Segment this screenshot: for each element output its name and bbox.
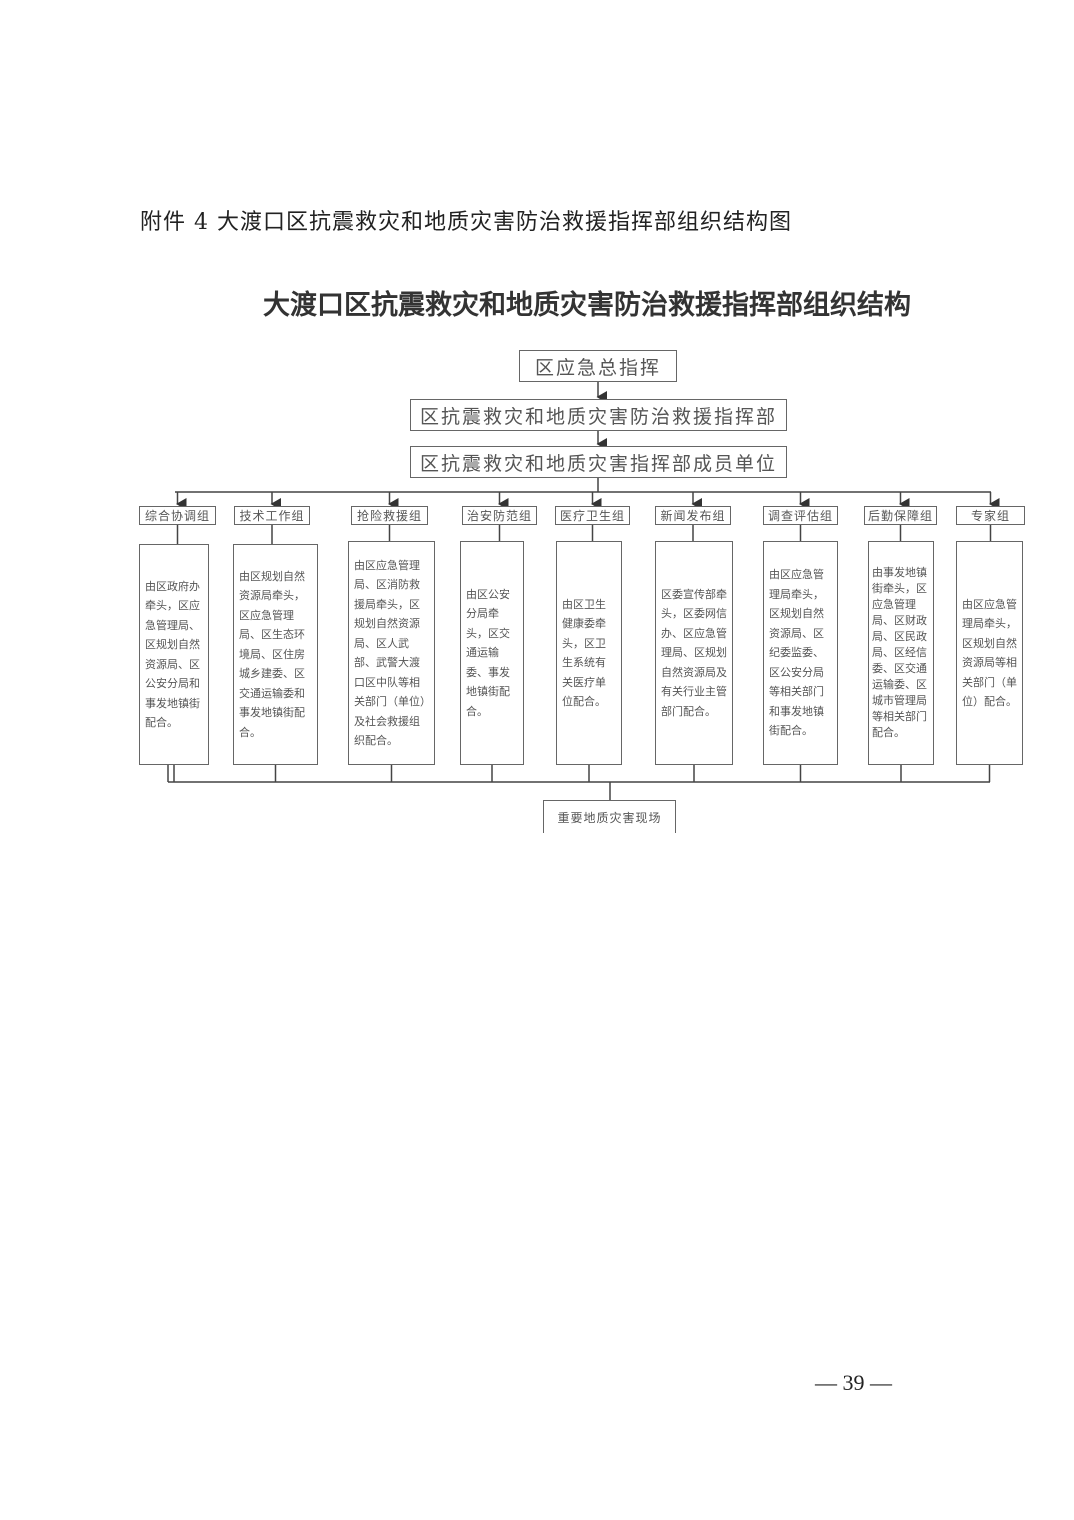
group-header: 医疗卫生组	[555, 506, 630, 525]
group-description: 区委宣传部牵头，区委网信办、区应急管理局、区规划自然资源局及有关行业主管部门配合…	[655, 541, 733, 765]
group-description: 由区应急管理局、区消防救援局牵头，区规划自然资源局、区人武部、武警大渡口区中队等…	[348, 541, 435, 765]
group-header: 新闻发布组	[655, 506, 731, 525]
group-description: 由区应急管理局牵头，区规划自然资源局等相关部门（单位）配合。	[956, 541, 1023, 765]
group-description: 由区规划自然资源局牵头，区应急管理局、区生态环境局、区住房城乡建委、区交通运输委…	[233, 544, 318, 765]
group-description: 由区公安分局牵头，区交通运输委、事发地镇街配合。	[460, 541, 524, 765]
member-units-box: 区抗震救灾和地质灾害指挥部成员单位	[410, 446, 787, 478]
group-header: 专家组	[956, 506, 1025, 525]
group-description: 由区卫生健康委牵头，区卫生系统有关医疗单位配合。	[556, 541, 622, 765]
commander-box: 区应急总指挥	[519, 350, 677, 382]
group-description: 由事发地镇街牵头，区应急管理局、区财政局、区民政局、区经信委、区交通运输委、区城…	[868, 541, 934, 765]
group-header: 后勤保障组	[864, 506, 937, 525]
disaster-site-box: 重要地质灾害现场	[543, 800, 676, 833]
group-header: 抢险救援组	[351, 506, 428, 525]
group-header: 调查评估组	[763, 506, 838, 525]
group-header: 技术工作组	[234, 506, 310, 525]
chart-title: 大渡口区抗震救灾和地质灾害防治救援指挥部组织结构	[263, 290, 911, 321]
group-header: 综合协调组	[139, 506, 216, 525]
headquarters-box: 区抗震救灾和地质灾害防治救援指挥部	[410, 399, 787, 431]
page-number: — 39 —	[815, 1370, 892, 1395]
group-description: 由区政府办牵头，区应急管理局、区规划自然资源局、区公安分局和事发地镇街配合。	[139, 544, 209, 765]
group-description: 由区应急管理局牵头，区规划自然资源局、区纪委监委、区公安分局等相关部门和事发地镇…	[763, 541, 838, 765]
attachment-title: 附件 4 大渡口区抗震救灾和地质灾害防治救援指挥部组织结构图	[140, 210, 792, 235]
group-header: 治安防范组	[462, 506, 537, 525]
